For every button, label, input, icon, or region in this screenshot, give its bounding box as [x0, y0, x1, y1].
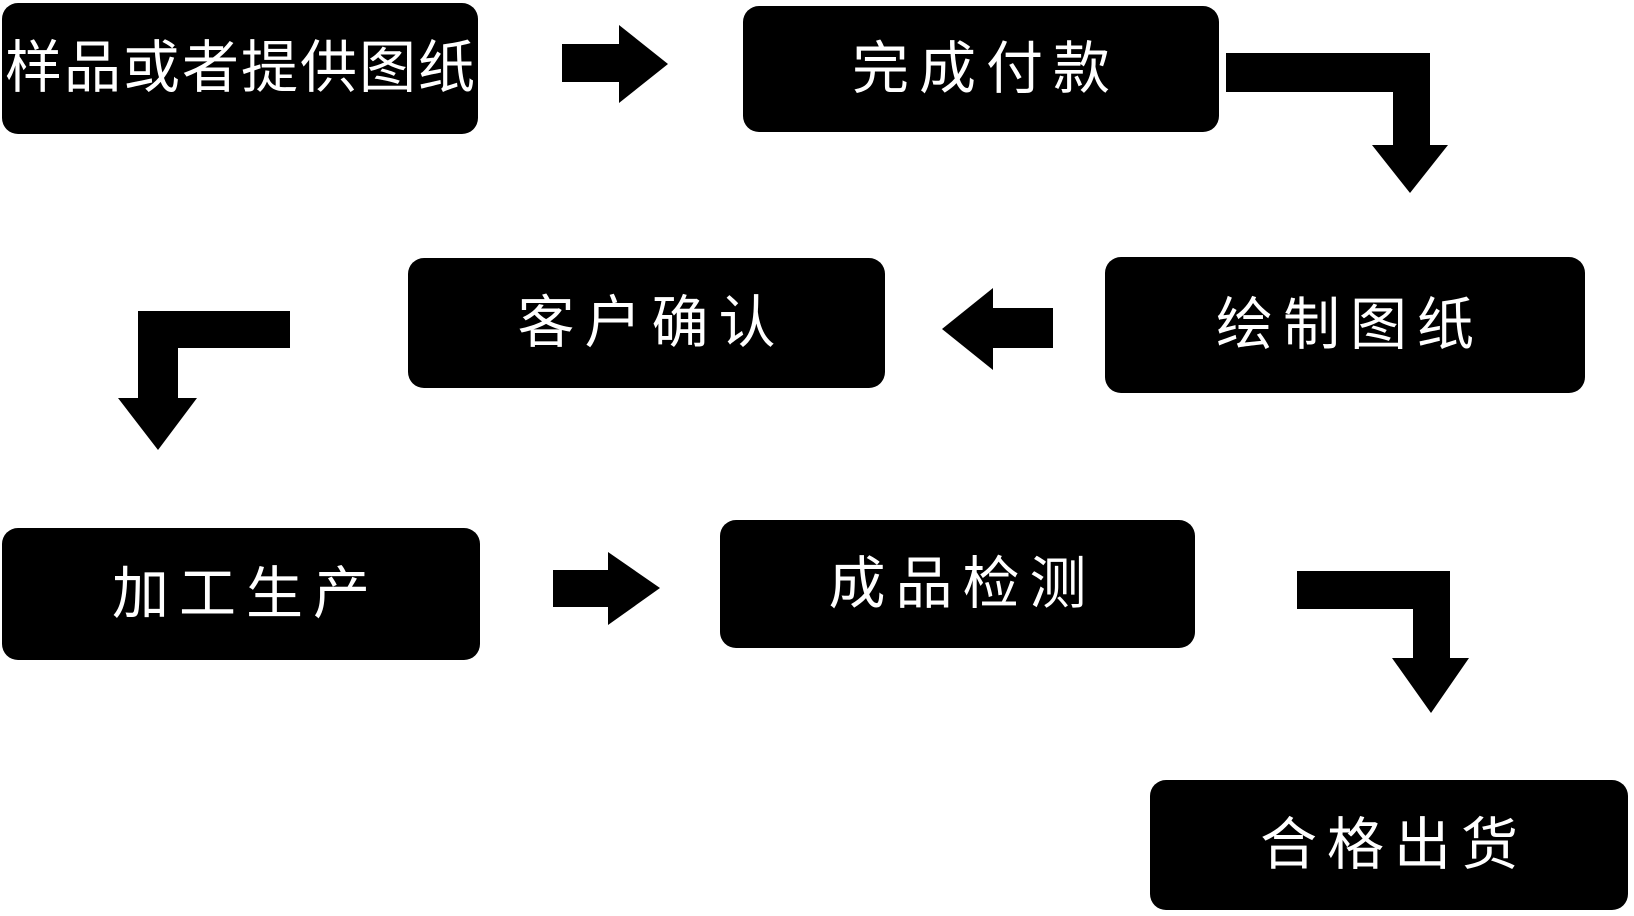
node-label: 客户确认	[517, 289, 786, 356]
node-finished-product-inspection: 成品检测	[720, 520, 1195, 648]
node-processing-production: 加工生产	[2, 528, 480, 660]
arrow-left-icon	[942, 288, 1053, 370]
node-label: 绘制图纸	[1216, 291, 1484, 358]
node-sample-or-provide-drawings: 样品或者提供图纸	[2, 3, 478, 134]
arrow-right-icon	[562, 25, 668, 103]
arrow-elbow-right-down-icon	[1297, 571, 1469, 713]
node-label: 合格出货	[1260, 811, 1528, 878]
node-qualified-shipment: 合格出货	[1150, 780, 1628, 910]
node-customer-confirmation: 客户确认	[408, 258, 885, 388]
node-label: 加工生产	[112, 560, 380, 627]
arrow-right-icon	[553, 552, 660, 625]
node-label: 样品或者提供图纸	[5, 35, 477, 101]
arrow-elbow-right-down-icon	[1226, 53, 1448, 193]
node-label: 完成付款	[852, 35, 1120, 102]
arrow-elbow-left-down-icon	[118, 311, 290, 450]
node-draw-drawings: 绘制图纸	[1105, 257, 1585, 393]
node-label: 成品检测	[828, 550, 1097, 617]
node-complete-payment: 完成付款	[743, 6, 1219, 132]
